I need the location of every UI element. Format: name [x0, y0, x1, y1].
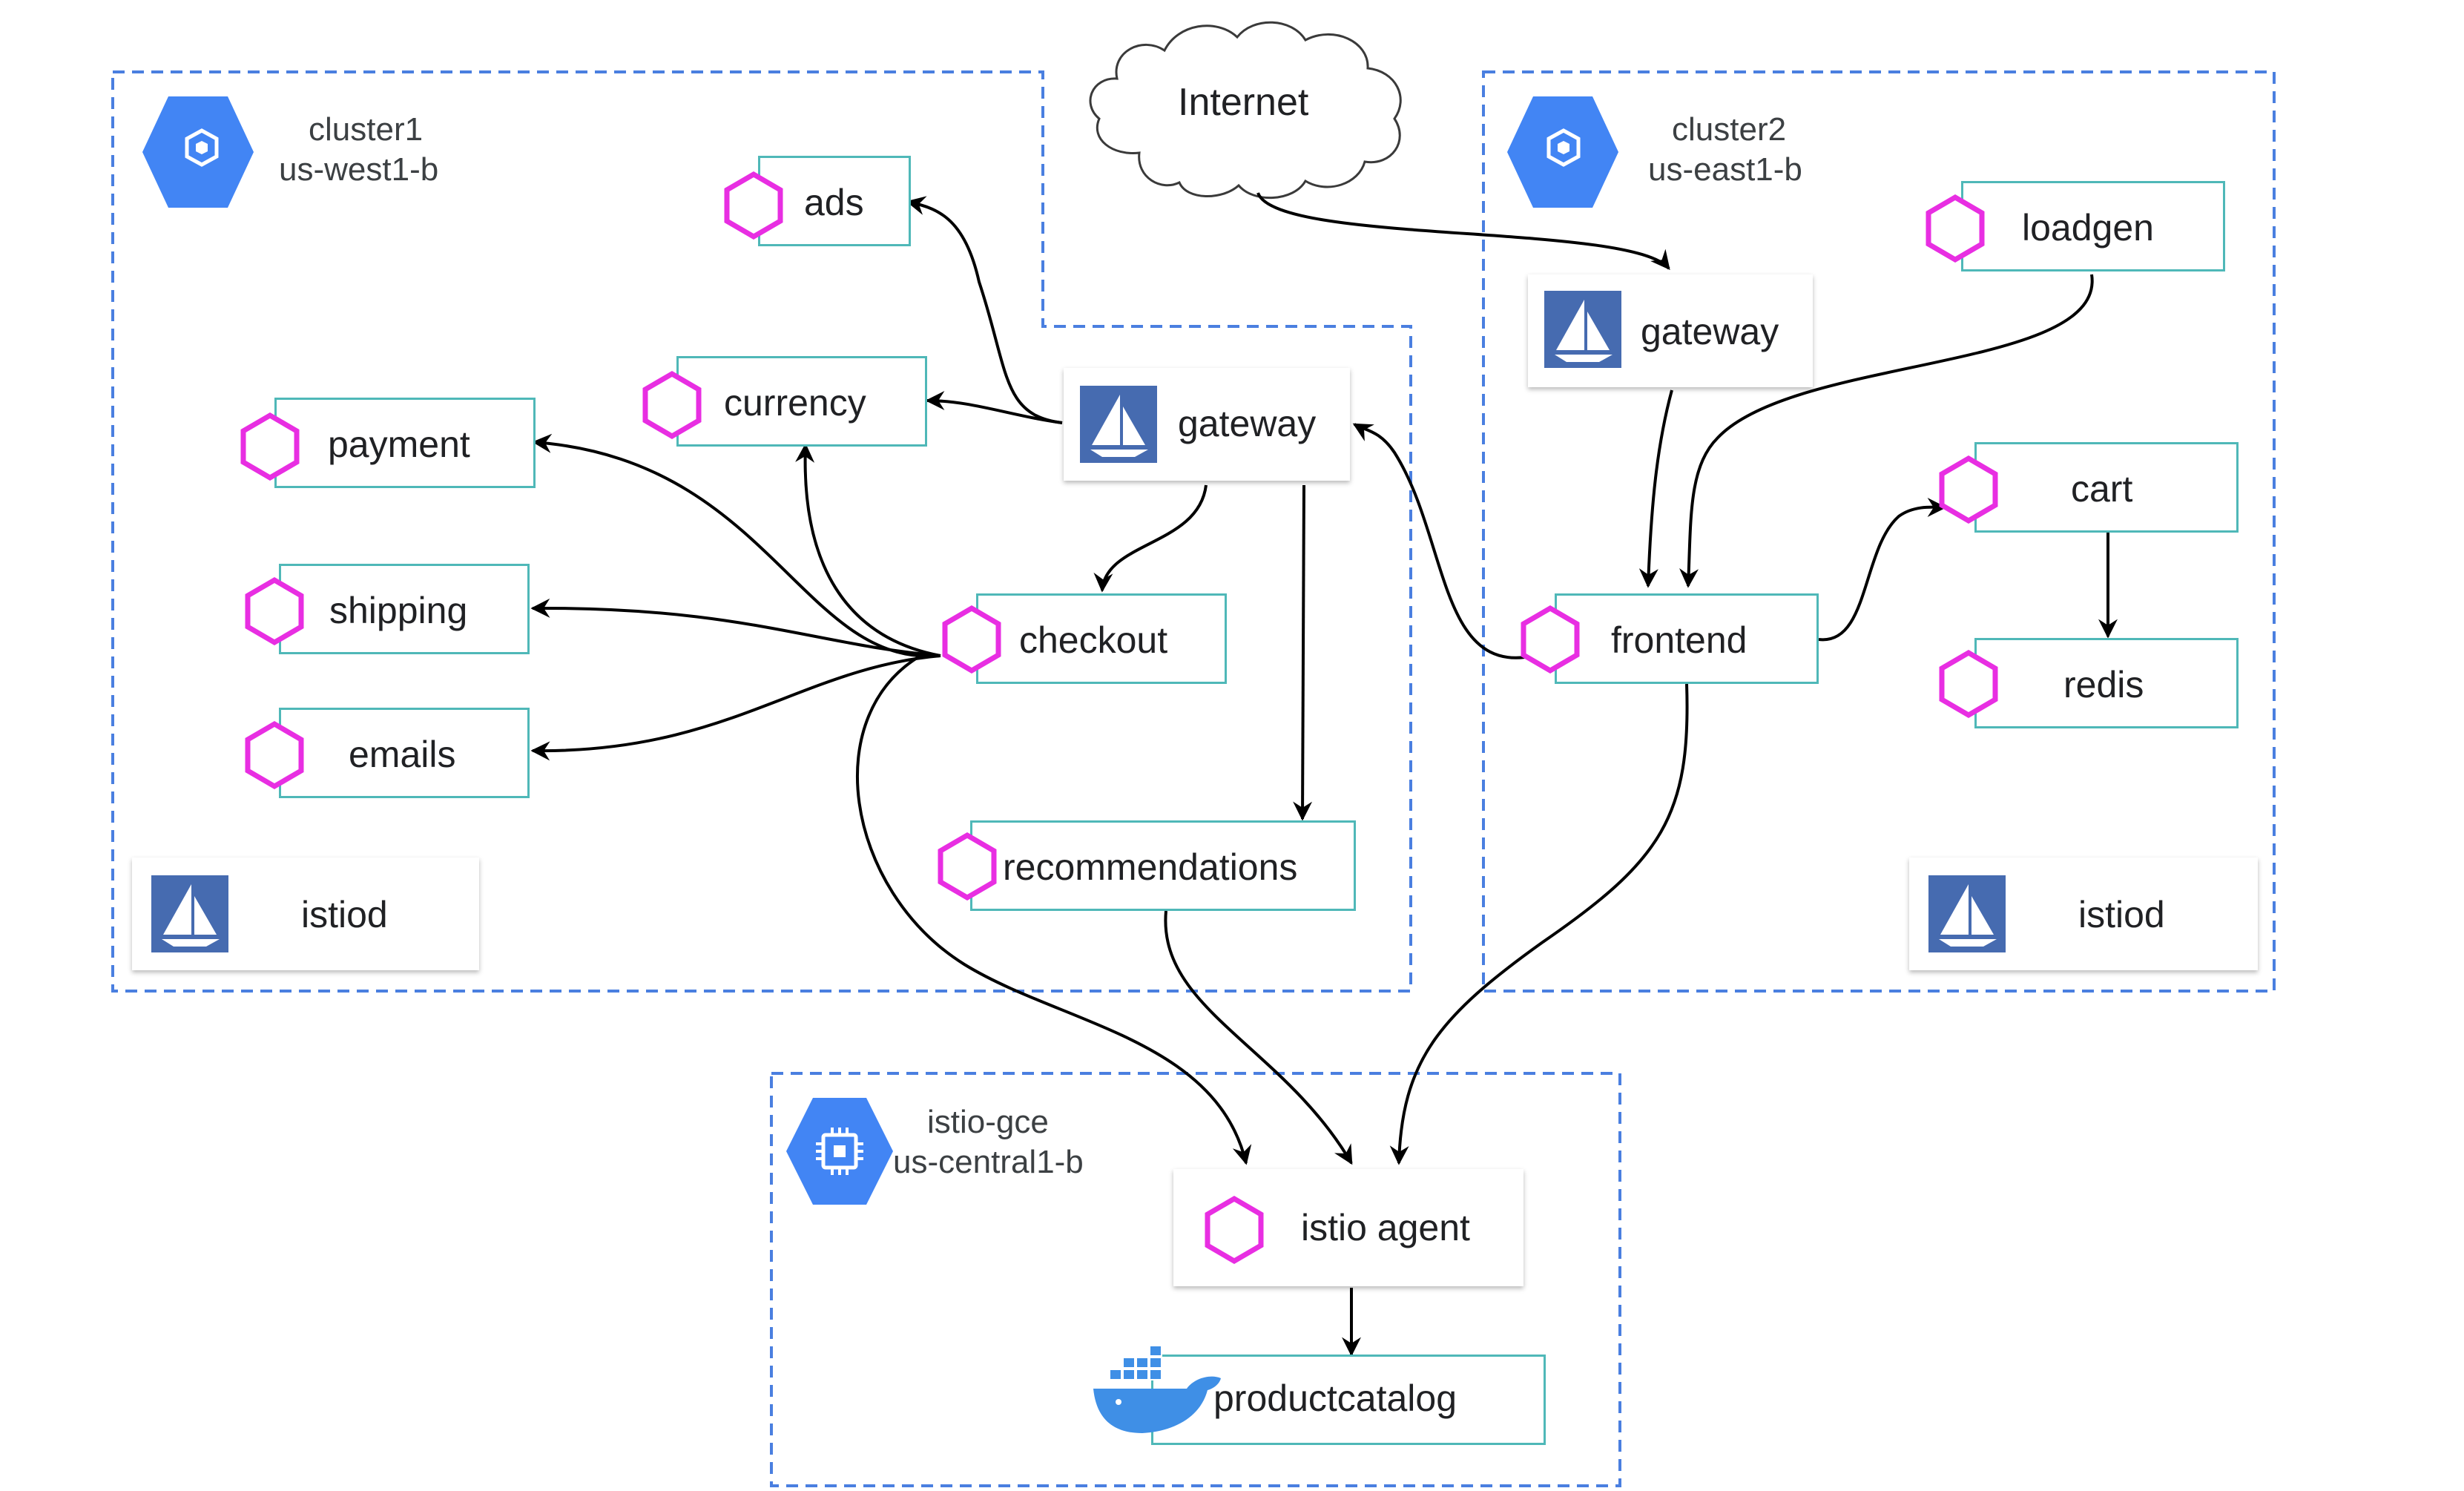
- arrow-frontend-to-gateway1: [1352, 423, 1526, 659]
- arrow-recommendations-to-agent: [1164, 910, 1353, 1165]
- arrow-checkout-to-agent: [856, 651, 1252, 1165]
- cluster1-boundary: [111, 70, 1412, 993]
- cluster1-name: cluster1: [309, 111, 424, 148]
- internet-label: Internet: [1178, 81, 1309, 124]
- arrow-gateway1-to-recommendations: [1293, 484, 1313, 821]
- arrow-loadgen-to-frontend: [1679, 274, 2094, 588]
- arrow-checkout-to-shipping: [530, 598, 941, 657]
- vm-compute-engine-icon: [786, 1098, 893, 1205]
- istio-agent-label: istio agent: [1301, 1207, 1470, 1248]
- cluster2-name: cluster2: [1672, 111, 1787, 148]
- service-ads-label: ads: [804, 182, 864, 223]
- vm-boundary: [770, 1072, 1621, 1487]
- arrow-checkout-to-payment: [532, 433, 941, 658]
- service-currency[interactable]: [676, 356, 927, 447]
- vm-zone: us-central1-b: [893, 1144, 1084, 1180]
- arrow-checkout-to-currency: [795, 443, 941, 657]
- service-ads[interactable]: [758, 156, 911, 246]
- arrow-internet-to-gateway2: [1256, 192, 1670, 271]
- productcatalog-label: productcatalog: [1213, 1378, 1457, 1419]
- vm-name: istio-gce: [927, 1104, 1049, 1140]
- service-cart-label: cart: [2071, 468, 2133, 510]
- cluster2-istiod-label: istiod: [2078, 894, 2165, 935]
- cluster2-kubernetes-engine-icon: [1507, 96, 1618, 208]
- arrow-gateway1-to-currency: [925, 391, 1063, 424]
- arrow-frontend-to-agent: [1389, 683, 1689, 1165]
- service-payment-label: payment: [328, 424, 470, 465]
- cluster2-boundary: [1482, 70, 2276, 993]
- arrow-checkout-to-emails: [530, 654, 941, 761]
- arrow-gateway2-to-frontend: [1638, 389, 1673, 588]
- service-recommendations-label: recommendations: [1003, 846, 1298, 888]
- service-emails[interactable]: [279, 708, 530, 798]
- service-redis[interactable]: [1974, 638, 2239, 728]
- arrow-gateway1-to-checkout: [1093, 484, 1208, 593]
- cluster1-gateway-label: gateway: [1178, 403, 1317, 444]
- service-checkout[interactable]: [976, 593, 1227, 684]
- service-recommendations[interactable]: [970, 820, 1356, 911]
- cluster2-gateway-label: gateway: [1641, 311, 1779, 352]
- cluster1-kubernetes-engine-icon: [142, 96, 254, 208]
- service-frontend-label: frontend: [1611, 619, 1747, 661]
- arrow-gateway1-to-ads: [906, 196, 1063, 424]
- arrow-frontend-to-cart: [1818, 497, 1947, 642]
- service-payment[interactable]: [274, 398, 536, 488]
- service-frontend[interactable]: [1555, 593, 1819, 684]
- service-emails-label: emails: [349, 734, 456, 775]
- cluster1-zone: us-west1-b: [279, 151, 439, 188]
- service-shipping-label: shipping: [329, 590, 468, 631]
- service-shipping[interactable]: [279, 564, 530, 654]
- service-redis-label: redis: [2063, 664, 2144, 705]
- cluster1-istiod-label: istiod: [301, 894, 388, 935]
- internet-cloud-icon: [1089, 21, 1402, 200]
- service-checkout-label: checkout: [1019, 619, 1168, 661]
- service-currency-label: currency: [724, 382, 866, 424]
- service-cart[interactable]: [1974, 442, 2239, 533]
- service-loadgen-label: loadgen: [2022, 207, 2154, 249]
- cluster2-zone: us-east1-b: [1648, 151, 1802, 188]
